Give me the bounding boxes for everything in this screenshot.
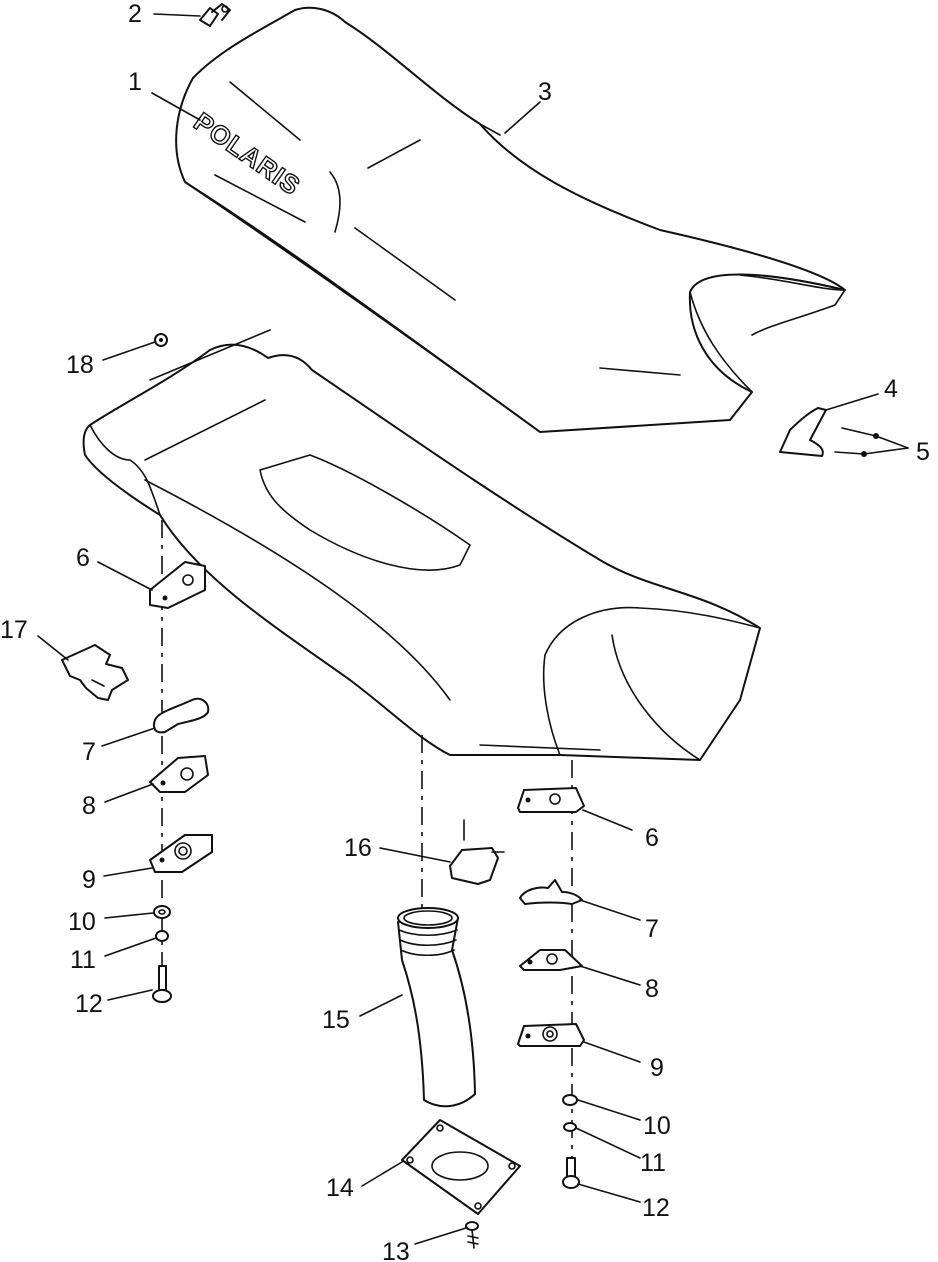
polaris-logo: POLARIS	[188, 106, 307, 202]
callout-4: 4	[884, 375, 898, 403]
callout-13: 13	[382, 1238, 410, 1262]
leader-lines	[37, 13, 909, 1245]
flange-plate-part-14	[401, 1119, 521, 1215]
callout-11-left: 11	[70, 946, 96, 974]
clip-part-2	[199, 3, 231, 27]
callout-12-right: 12	[642, 1194, 670, 1222]
callout-11-right: 11	[640, 1149, 666, 1177]
callout-10-left: 10	[68, 908, 96, 936]
callout-9-right: 9	[650, 1054, 664, 1082]
screw-part-13	[465, 1221, 479, 1249]
seat-base	[82, 329, 761, 761]
hook-part-7-left	[152, 697, 210, 734]
callout-15: 15	[322, 1006, 350, 1034]
callout-14: 14	[326, 1174, 354, 1202]
callout-10-right: 10	[643, 1112, 671, 1140]
callout-2: 2	[128, 0, 142, 28]
callout-3: 3	[538, 78, 552, 106]
switch-part-16	[449, 819, 505, 885]
plate-part-6-right	[517, 787, 585, 813]
intake-tube-part-15	[397, 907, 476, 1108]
plate-part-9-right	[517, 1023, 585, 1047]
bolt-part-12-left	[152, 965, 172, 1003]
plate-part-8-left	[149, 755, 209, 793]
callout-12-left: 12	[75, 990, 103, 1018]
washer-part-10-right	[562, 1094, 578, 1106]
callout-17: 17	[0, 616, 28, 644]
lockwasher-part-11-right	[563, 1122, 577, 1132]
washer-part-10-left	[153, 905, 171, 919]
callout-9-left: 9	[82, 866, 96, 894]
svg-text:POLARIS: POLARIS	[189, 106, 307, 201]
grommet-part-18	[154, 333, 168, 347]
callout-7-right: 7	[645, 915, 659, 943]
seat-cover	[175, 6, 846, 433]
callout-6-left: 6	[76, 544, 90, 572]
callout-8-left: 8	[82, 792, 96, 820]
callout-8-right: 8	[645, 975, 659, 1003]
lockwasher-part-11-left	[155, 930, 169, 942]
hook-part-7-right	[519, 879, 583, 905]
callout-5: 5	[916, 438, 930, 466]
callout-7-left: 7	[82, 738, 96, 766]
callout-16: 16	[344, 834, 372, 862]
plate-part-6-left	[149, 561, 206, 609]
callout-1: 1	[128, 68, 142, 96]
plate-part-9-left	[149, 834, 213, 873]
latch-part-17	[61, 644, 129, 701]
bolt-part-12-right	[562, 1157, 580, 1189]
bracket-part-4	[779, 407, 827, 457]
callout-6-right: 6	[645, 824, 659, 852]
callout-18: 18	[66, 351, 94, 379]
